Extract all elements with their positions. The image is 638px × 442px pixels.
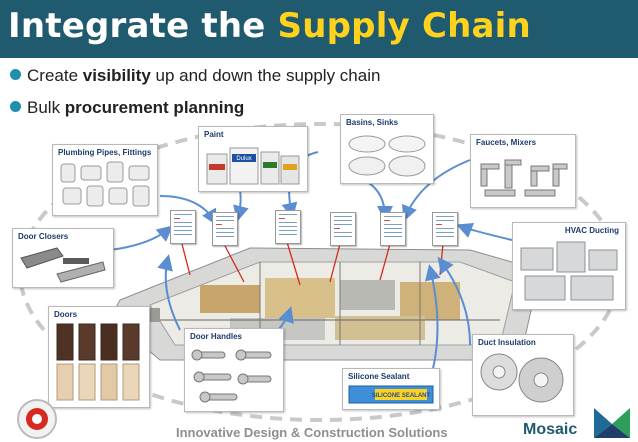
sealant-label: SILICONE SEALANT	[372, 393, 431, 399]
card-label: Plumbing Pipes, Fittings	[58, 148, 151, 157]
basins-illustration	[345, 130, 429, 179]
card-label: Faucets, Mixers	[476, 138, 536, 147]
spec-document	[330, 212, 356, 246]
door-handles-illustration	[189, 344, 279, 407]
spec-document	[432, 212, 458, 246]
card-faucets: Faucets, Mixers	[470, 134, 576, 208]
spec-document	[275, 210, 301, 244]
card-door-closers: Door Closers	[12, 228, 114, 288]
paint-brand: Dulux	[236, 156, 251, 162]
card-basins: Basins, Sinks	[340, 114, 434, 184]
card-label: Door Handles	[190, 332, 242, 341]
doors-illustration	[53, 322, 145, 403]
card-label: Duct Insulation	[478, 338, 536, 347]
spec-document	[380, 212, 406, 246]
spec-document	[170, 210, 196, 244]
hvac-ducting-illustration	[517, 238, 621, 305]
card-label: Silicone Sealant	[348, 372, 409, 381]
card-silicone-sealant: Silicone Sealant SILICONE SEALANT	[342, 368, 440, 410]
card-plumbing: Plumbing Pipes, Fittings	[52, 144, 158, 216]
card-duct-insulation: Duct Insulation	[472, 334, 574, 416]
spec-document	[212, 212, 238, 246]
mosaic-logo-icon	[592, 404, 632, 440]
card-door-handles: Door Handles	[184, 328, 284, 412]
card-label: Doors	[54, 310, 77, 319]
card-doors: Doors	[48, 306, 150, 408]
card-label: Door Closers	[18, 232, 68, 241]
pipes-illustration	[57, 160, 153, 211]
company-logo-left	[16, 398, 58, 440]
card-label: Paint	[204, 130, 224, 139]
silicone-tube-illustration: SILICONE SEALANT	[347, 384, 435, 405]
footer-tagline: Innovative Design & Construction Solutio…	[176, 425, 448, 440]
card-label: Basins, Sinks	[346, 118, 398, 127]
faucets-illustration	[475, 150, 571, 203]
card-paint: Paint Dulux	[198, 126, 308, 192]
duct-insulation-illustration	[477, 350, 569, 411]
card-hvac: HVAC Ducting	[512, 222, 626, 310]
brand-name: Mosaic	[523, 421, 577, 439]
door-closers-illustration	[17, 244, 109, 283]
card-label: HVAC Ducting	[565, 226, 619, 235]
paint-cans-illustration: Dulux	[203, 142, 303, 187]
